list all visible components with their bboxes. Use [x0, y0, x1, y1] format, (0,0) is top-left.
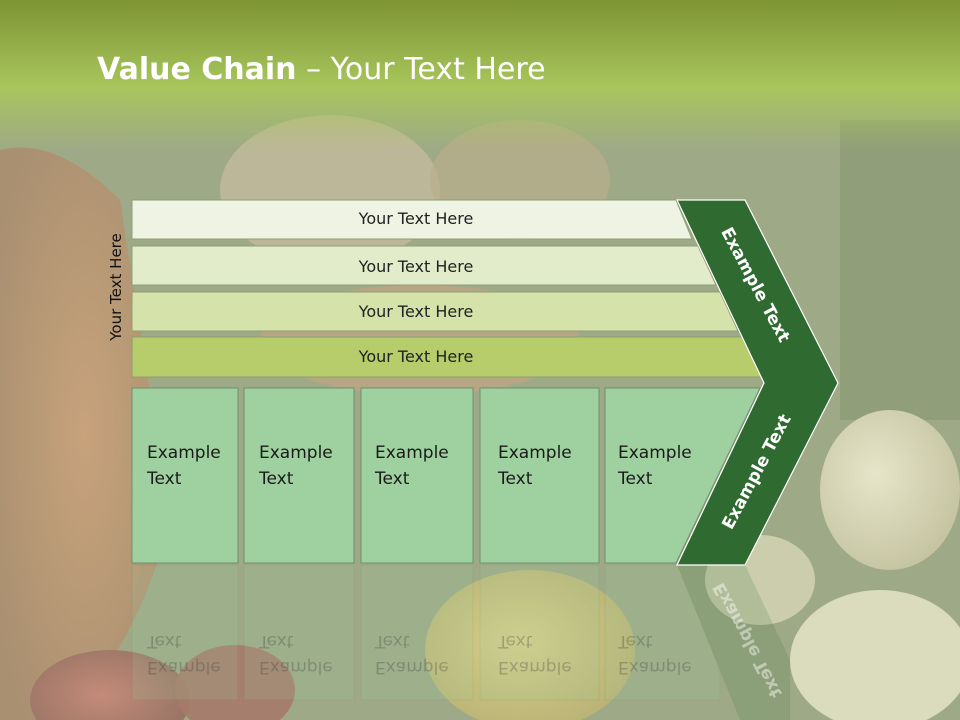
header-band — [0, 0, 960, 150]
band-1-text[interactable]: Your Text Here — [358, 209, 474, 228]
cell-2-shape — [243, 387, 355, 564]
cell-3-shape — [360, 387, 474, 564]
cell-4-reflection: Example Text — [498, 631, 572, 677]
cell-2-reflection: Example Text — [259, 631, 333, 677]
cell-5-text[interactable]: Example Text — [618, 443, 692, 489]
cell-3-text[interactable]: Example Text — [375, 443, 449, 489]
cell-2-text[interactable]: Example Text — [259, 443, 333, 489]
arrow-chevron-shape — [676, 199, 839, 566]
band-3-text[interactable]: Your Text Here — [358, 302, 474, 321]
cell-3-reflection: Example Text — [375, 631, 449, 677]
cell-1-text[interactable]: Example Text — [147, 443, 221, 489]
diagram-reflection — [131, 564, 790, 720]
band-3-shape — [131, 291, 739, 332]
cell-4-text[interactable]: Example Text — [498, 443, 572, 489]
band-1-shape — [131, 199, 693, 240]
cell-1-shape — [131, 387, 239, 564]
cell-1-reflection: Example Text — [147, 631, 221, 677]
title-rest: – Your Text Here — [296, 52, 546, 87]
band-4-text[interactable]: Your Text Here — [358, 347, 474, 366]
cell-5-shape — [604, 387, 761, 564]
cell-4-shape — [479, 387, 600, 564]
band-2-text[interactable]: Your Text Here — [358, 257, 474, 276]
title-bold: Value Chain — [97, 52, 297, 87]
band-2-shape — [131, 245, 717, 286]
cell-5-reflection: Example Text — [618, 631, 692, 677]
slide-title[interactable]: Value Chain – Your Text Here — [97, 52, 546, 87]
side-label[interactable]: Your Text Here — [107, 233, 125, 341]
